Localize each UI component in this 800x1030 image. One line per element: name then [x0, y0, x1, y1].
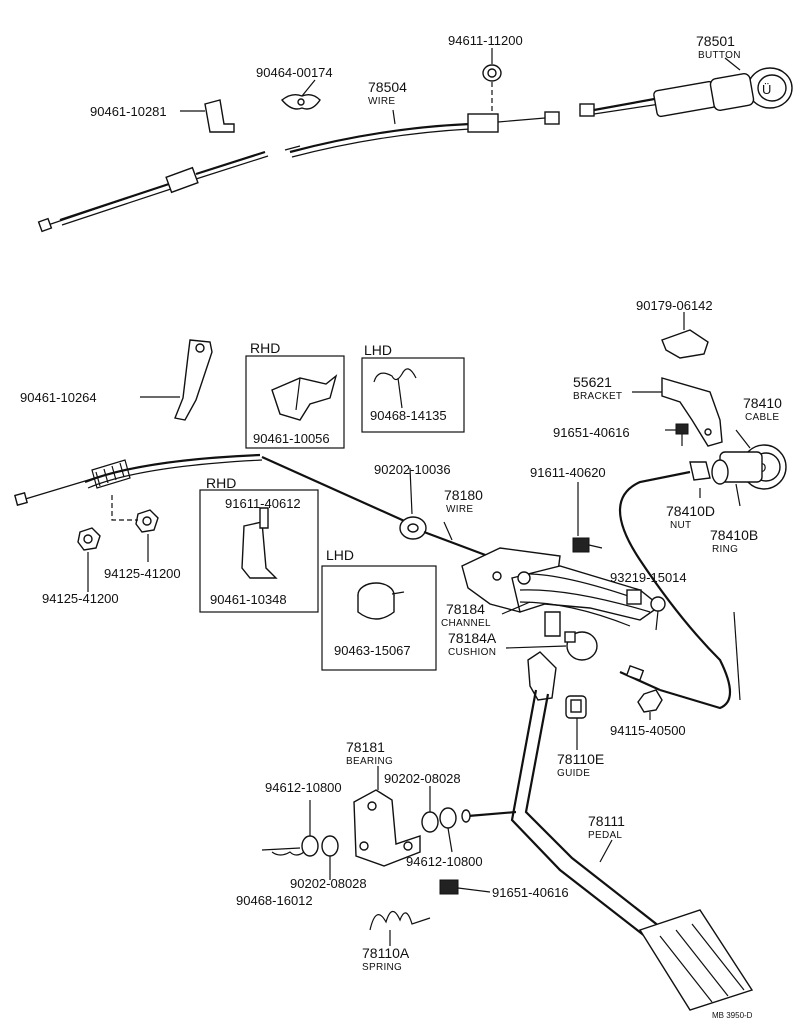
rhd-box-2 — [199, 489, 319, 613]
label-78504: 78504 — [368, 79, 407, 95]
label-90461-10264: 90461-10264 — [20, 390, 97, 405]
label-ring: RING — [712, 544, 738, 555]
wire-joint-fitting — [467, 113, 499, 133]
label-94611-11200: 94611-11200 — [448, 33, 523, 48]
label-90461-10056: 90461-10056 — [253, 431, 330, 446]
clip-90461-10281 — [204, 99, 235, 133]
svg-text:Ü: Ü — [762, 82, 771, 97]
label-78110A: 78110A — [362, 945, 410, 961]
label-cable: CABLE — [745, 412, 779, 423]
label-nut: NUT — [670, 520, 691, 531]
screw-91651-40616-b — [439, 879, 459, 895]
label-78410: 78410 — [743, 395, 782, 411]
label-55621: 55621 — [573, 374, 612, 390]
rhd-box-1 — [245, 355, 345, 449]
label-bracket: BRACKET — [573, 391, 622, 402]
label-90179-06142: 90179-06142 — [636, 298, 713, 313]
label-93219-15014: 93219-15014 — [610, 570, 687, 585]
label-78410D: 78410D — [666, 503, 715, 519]
screw-93219-15014 — [650, 596, 666, 612]
clip-90179-06142 — [661, 329, 709, 359]
cable-end-rod-left — [21, 477, 96, 501]
label-91651-40616-a: 91651-40616 — [553, 425, 630, 440]
washer-90202-08028-a — [421, 811, 439, 833]
top-wire-assembly: Ü — [37, 64, 793, 233]
label-78181: 78181 — [346, 739, 385, 755]
cable-78180-sheath — [84, 453, 261, 484]
washer-94612-10800-a — [301, 835, 319, 857]
label-90468-14135: 90468-14135 — [370, 408, 447, 423]
bracket-90461-10056 — [271, 374, 338, 421]
bearing-78181 — [353, 766, 421, 867]
screw-91651-40616-a — [675, 423, 689, 435]
top-cable-sheath — [59, 180, 176, 222]
label-cushion: CUSHION — [448, 647, 496, 658]
cable-78410: D — [619, 444, 787, 710]
bracket-90461-10348 — [241, 521, 278, 579]
wire-78504 — [289, 122, 471, 154]
washer-94612-10800-b — [439, 807, 457, 829]
label-78184: 78184 — [446, 601, 485, 617]
spring-clip-90468-14135 — [373, 368, 417, 383]
label-rhd-2: RHD — [206, 475, 236, 491]
label-78111: 78111 — [588, 813, 625, 829]
label-90202-10036: 90202-10036 — [374, 462, 451, 477]
label-pedal: PEDAL — [588, 830, 622, 841]
label-90202-08028-a: 90202-08028 — [384, 771, 461, 786]
nut-94115-40500 — [637, 689, 663, 713]
label-rhd-1: RHD — [250, 340, 280, 356]
label-button: BUTTON — [698, 50, 741, 61]
bracket-55621 — [661, 377, 723, 447]
bolt-91611-40620 — [572, 537, 590, 553]
label-spring: SPRING — [362, 962, 402, 973]
label-94125-41200-a: 94125-41200 — [104, 566, 181, 581]
labels: 94611-11200 78501 BUTTON 90464-00174 785… — [20, 33, 782, 1020]
label-78180: 78180 — [444, 487, 483, 503]
label-78501: 78501 — [696, 33, 735, 49]
pedal-78111 — [461, 651, 754, 1011]
label-90464-00174: 90464-00174 — [256, 65, 333, 80]
label-94612-10800-a: 94612-10800 — [265, 780, 342, 795]
lhd-box-1 — [361, 357, 465, 433]
spring-78110A — [369, 910, 431, 931]
label-90463-15067: 90463-15067 — [334, 643, 411, 658]
top-leader-lines — [180, 48, 741, 125]
label-91611-40620: 91611-40620 — [530, 465, 606, 480]
channel-78184 — [461, 547, 662, 637]
label-reference-code: MB 3950-D — [712, 1011, 753, 1020]
label-94125-41200-b: 94125-41200 — [42, 591, 119, 606]
label-channel: CHANNEL — [441, 618, 491, 629]
label-94612-10800-b: 94612-10800 — [406, 854, 483, 869]
label-bearing: BEARING — [346, 756, 393, 767]
label-94115-40500: 94115-40500 — [610, 723, 686, 738]
washer-90202-08028-b — [321, 835, 339, 857]
label-90461-10348: 90461-10348 — [210, 592, 287, 607]
label-lhd-2: LHD — [326, 547, 354, 563]
button-78501-shaft — [653, 80, 717, 118]
wire-78180 — [261, 455, 421, 530]
label-78410B: 78410B — [710, 527, 758, 543]
label-90468-16012: 90468-16012 — [236, 893, 313, 908]
label-78184A: 78184A — [448, 630, 497, 646]
label-guide: GUIDE — [557, 768, 590, 779]
label-lhd-1: LHD — [364, 342, 392, 358]
label-91611-40612: 91611-40612 — [225, 496, 301, 511]
middle-leader-lines — [409, 429, 751, 649]
lhd-box-2 — [321, 565, 437, 671]
label-wire-mid: WIRE — [446, 504, 473, 515]
label-91651-40616-b: 91651-40616 — [492, 885, 569, 900]
clip-90468-16012 — [271, 851, 305, 856]
label-90202-08028-b: 90202-08028 — [290, 876, 367, 891]
label-wire-top: WIRE — [368, 96, 395, 107]
lever-90461-10264 — [174, 339, 213, 421]
label-90461-10281: 90461-10281 — [90, 104, 167, 119]
label-78110E: 78110E — [557, 751, 604, 767]
